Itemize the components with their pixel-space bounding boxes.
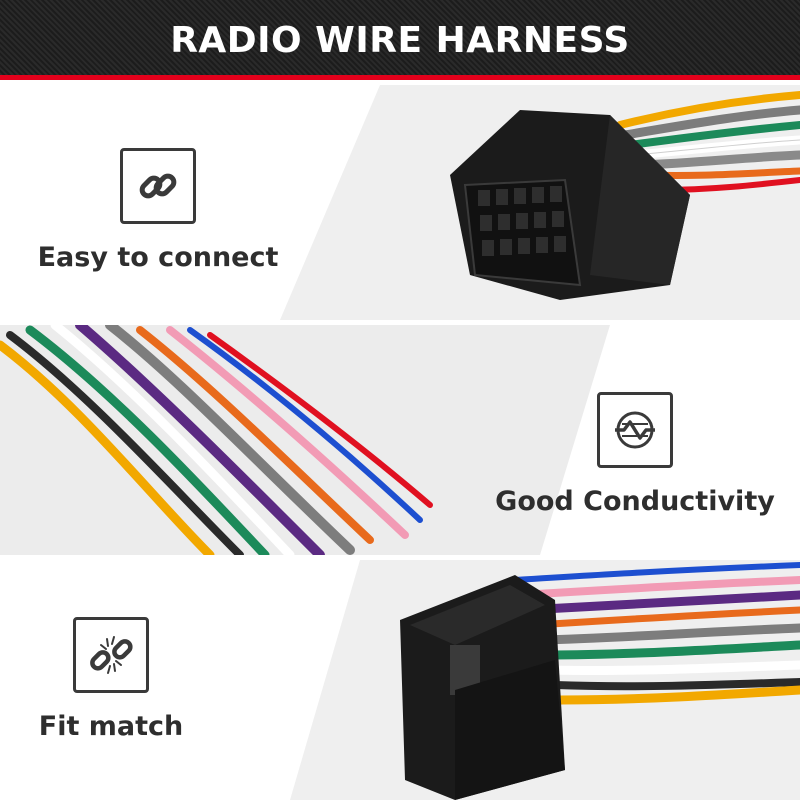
connector-photo-bottom (400, 562, 800, 800)
feature-good-conductivity: Good Conductivity (495, 392, 775, 517)
feature-label-easy-to-connect: Easy to connect (37, 242, 279, 273)
conductivity-icon (597, 392, 673, 468)
page-title: RADIO WIRE HARNESS (170, 19, 630, 61)
feature-fit-match: Fit match (0, 617, 241, 742)
feature-label-good-conductivity: Good Conductivity (495, 486, 775, 517)
feature-label-fit-match: Fit match (38, 711, 184, 742)
feature-easy-to-connect: Easy to connect (28, 148, 288, 273)
wire-bundle-photo (0, 325, 433, 555)
header-banner (0, 0, 800, 80)
broken-link-icon (73, 617, 149, 693)
link-icon (120, 148, 196, 224)
connector-photo-top (450, 91, 800, 300)
